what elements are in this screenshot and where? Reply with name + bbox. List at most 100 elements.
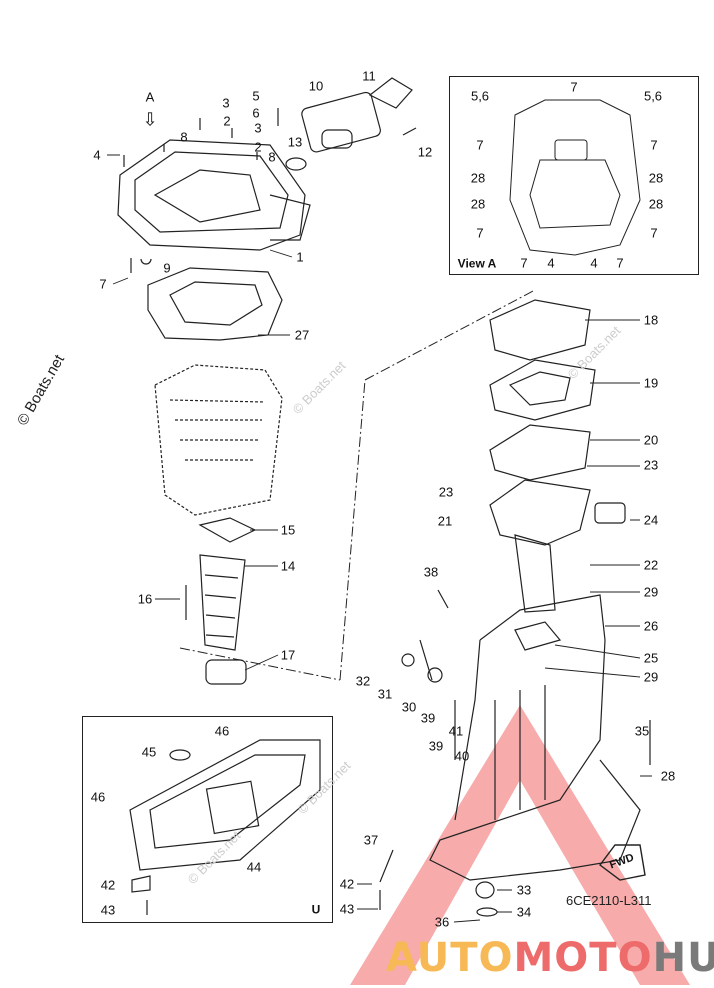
callout: 42 xyxy=(100,877,116,893)
gasket-18 xyxy=(489,299,591,361)
callout: 3 xyxy=(254,120,262,136)
callout: 10 xyxy=(308,78,324,94)
callout: 7 xyxy=(616,255,624,271)
callout: 45 xyxy=(141,744,157,760)
u-box-title: U xyxy=(311,902,321,917)
callout: 42 xyxy=(339,876,355,892)
callout: 18 xyxy=(643,312,659,328)
callout: 7 xyxy=(476,225,484,241)
callout: 28 xyxy=(648,196,664,212)
callout: 43 xyxy=(100,902,116,918)
callout: 28 xyxy=(660,768,676,784)
callout: 44 xyxy=(246,859,262,875)
callout: 46 xyxy=(214,723,230,739)
callout: 7 xyxy=(99,276,107,292)
u-box xyxy=(82,716,333,923)
logo-part: MOTO xyxy=(513,935,653,981)
callout: 7 xyxy=(570,79,578,95)
callout: 3 xyxy=(222,95,230,111)
strainer-14 xyxy=(199,554,246,651)
callout: 2 xyxy=(223,113,231,129)
callout: 29 xyxy=(643,669,659,685)
logo-triangle-watermark xyxy=(350,705,690,985)
view-a-box xyxy=(449,76,699,275)
lower-cover-44 xyxy=(129,739,321,915)
upper-case-26 xyxy=(429,594,641,881)
callout: 13 xyxy=(287,134,303,150)
callout: 34 xyxy=(516,904,532,920)
callout: 35 xyxy=(634,723,650,739)
callout: 23 xyxy=(643,457,659,473)
gasket-19 xyxy=(489,359,596,421)
callout: 36 xyxy=(434,914,450,930)
callout: 28 xyxy=(470,170,486,186)
view-a-drawing xyxy=(509,99,641,256)
callout: 30 xyxy=(401,699,417,715)
callout: 16 xyxy=(137,591,153,607)
bolts xyxy=(123,108,279,273)
callout: 5,6 xyxy=(643,88,663,104)
callout: 22 xyxy=(643,557,659,573)
callout: 7 xyxy=(476,137,484,153)
callout: 19 xyxy=(643,375,659,391)
callout: 24 xyxy=(643,512,659,528)
callout: 12 xyxy=(417,144,433,160)
logo-part: HUB xyxy=(652,935,714,981)
callout: 23 xyxy=(438,484,454,500)
callout: 7 xyxy=(650,137,658,153)
callout: 27 xyxy=(294,327,310,343)
callout: 8 xyxy=(180,129,188,145)
callout: 9 xyxy=(163,260,171,276)
leader-lines xyxy=(107,154,652,923)
callout: 40 xyxy=(454,748,470,764)
grommet-31 xyxy=(401,653,415,667)
callout: 17 xyxy=(280,647,296,663)
callout: 4 xyxy=(93,147,101,163)
callout: 46 xyxy=(90,789,106,805)
arrow-down-icon: ⇩ xyxy=(142,109,158,130)
callout: 28 xyxy=(470,196,486,212)
grommet-33 xyxy=(475,881,495,899)
callout: 25 xyxy=(643,650,659,666)
callout: 7 xyxy=(520,255,528,271)
exhaust-guide-21 xyxy=(489,479,626,613)
part-code: 6CE2110-L311 xyxy=(566,893,652,908)
fwd-arrow xyxy=(599,844,646,881)
callout: 4 xyxy=(590,255,598,271)
callout: 7 xyxy=(650,225,658,241)
callout: 11 xyxy=(362,68,376,84)
callout: 21 xyxy=(437,513,453,529)
callout: 41 xyxy=(448,723,464,739)
callout: 32 xyxy=(355,673,371,689)
callout: 28 xyxy=(648,170,664,186)
callout: 31 xyxy=(377,686,393,702)
logo-part: AUTO xyxy=(386,935,514,981)
callout: 6 xyxy=(252,105,260,121)
callout: 33 xyxy=(516,882,532,898)
callout: 15 xyxy=(280,522,296,538)
callout: 26 xyxy=(643,618,659,634)
seal-17 xyxy=(205,659,247,685)
callout: 2 xyxy=(254,139,262,155)
callout: 39 xyxy=(420,710,436,726)
callout: 29 xyxy=(643,584,659,600)
view-a-title: View A xyxy=(457,256,497,271)
gasket-15 xyxy=(198,517,257,543)
gasket-20 xyxy=(489,424,591,481)
callout: 20 xyxy=(643,432,659,448)
callout: 8 xyxy=(268,149,276,165)
callout: 37 xyxy=(363,832,379,848)
callout: 38 xyxy=(423,564,439,580)
seal-30 xyxy=(427,667,443,683)
oil-pan-part xyxy=(154,364,283,516)
upper-casing-part xyxy=(117,139,311,251)
silencer-part xyxy=(285,77,417,171)
view-a-arrow-label: A xyxy=(145,89,155,105)
callout: 1 xyxy=(296,249,304,265)
o-ring-34 xyxy=(476,907,498,917)
callout: 43 xyxy=(339,901,355,917)
callout: 39 xyxy=(428,738,444,754)
callout: 14 xyxy=(280,558,296,574)
